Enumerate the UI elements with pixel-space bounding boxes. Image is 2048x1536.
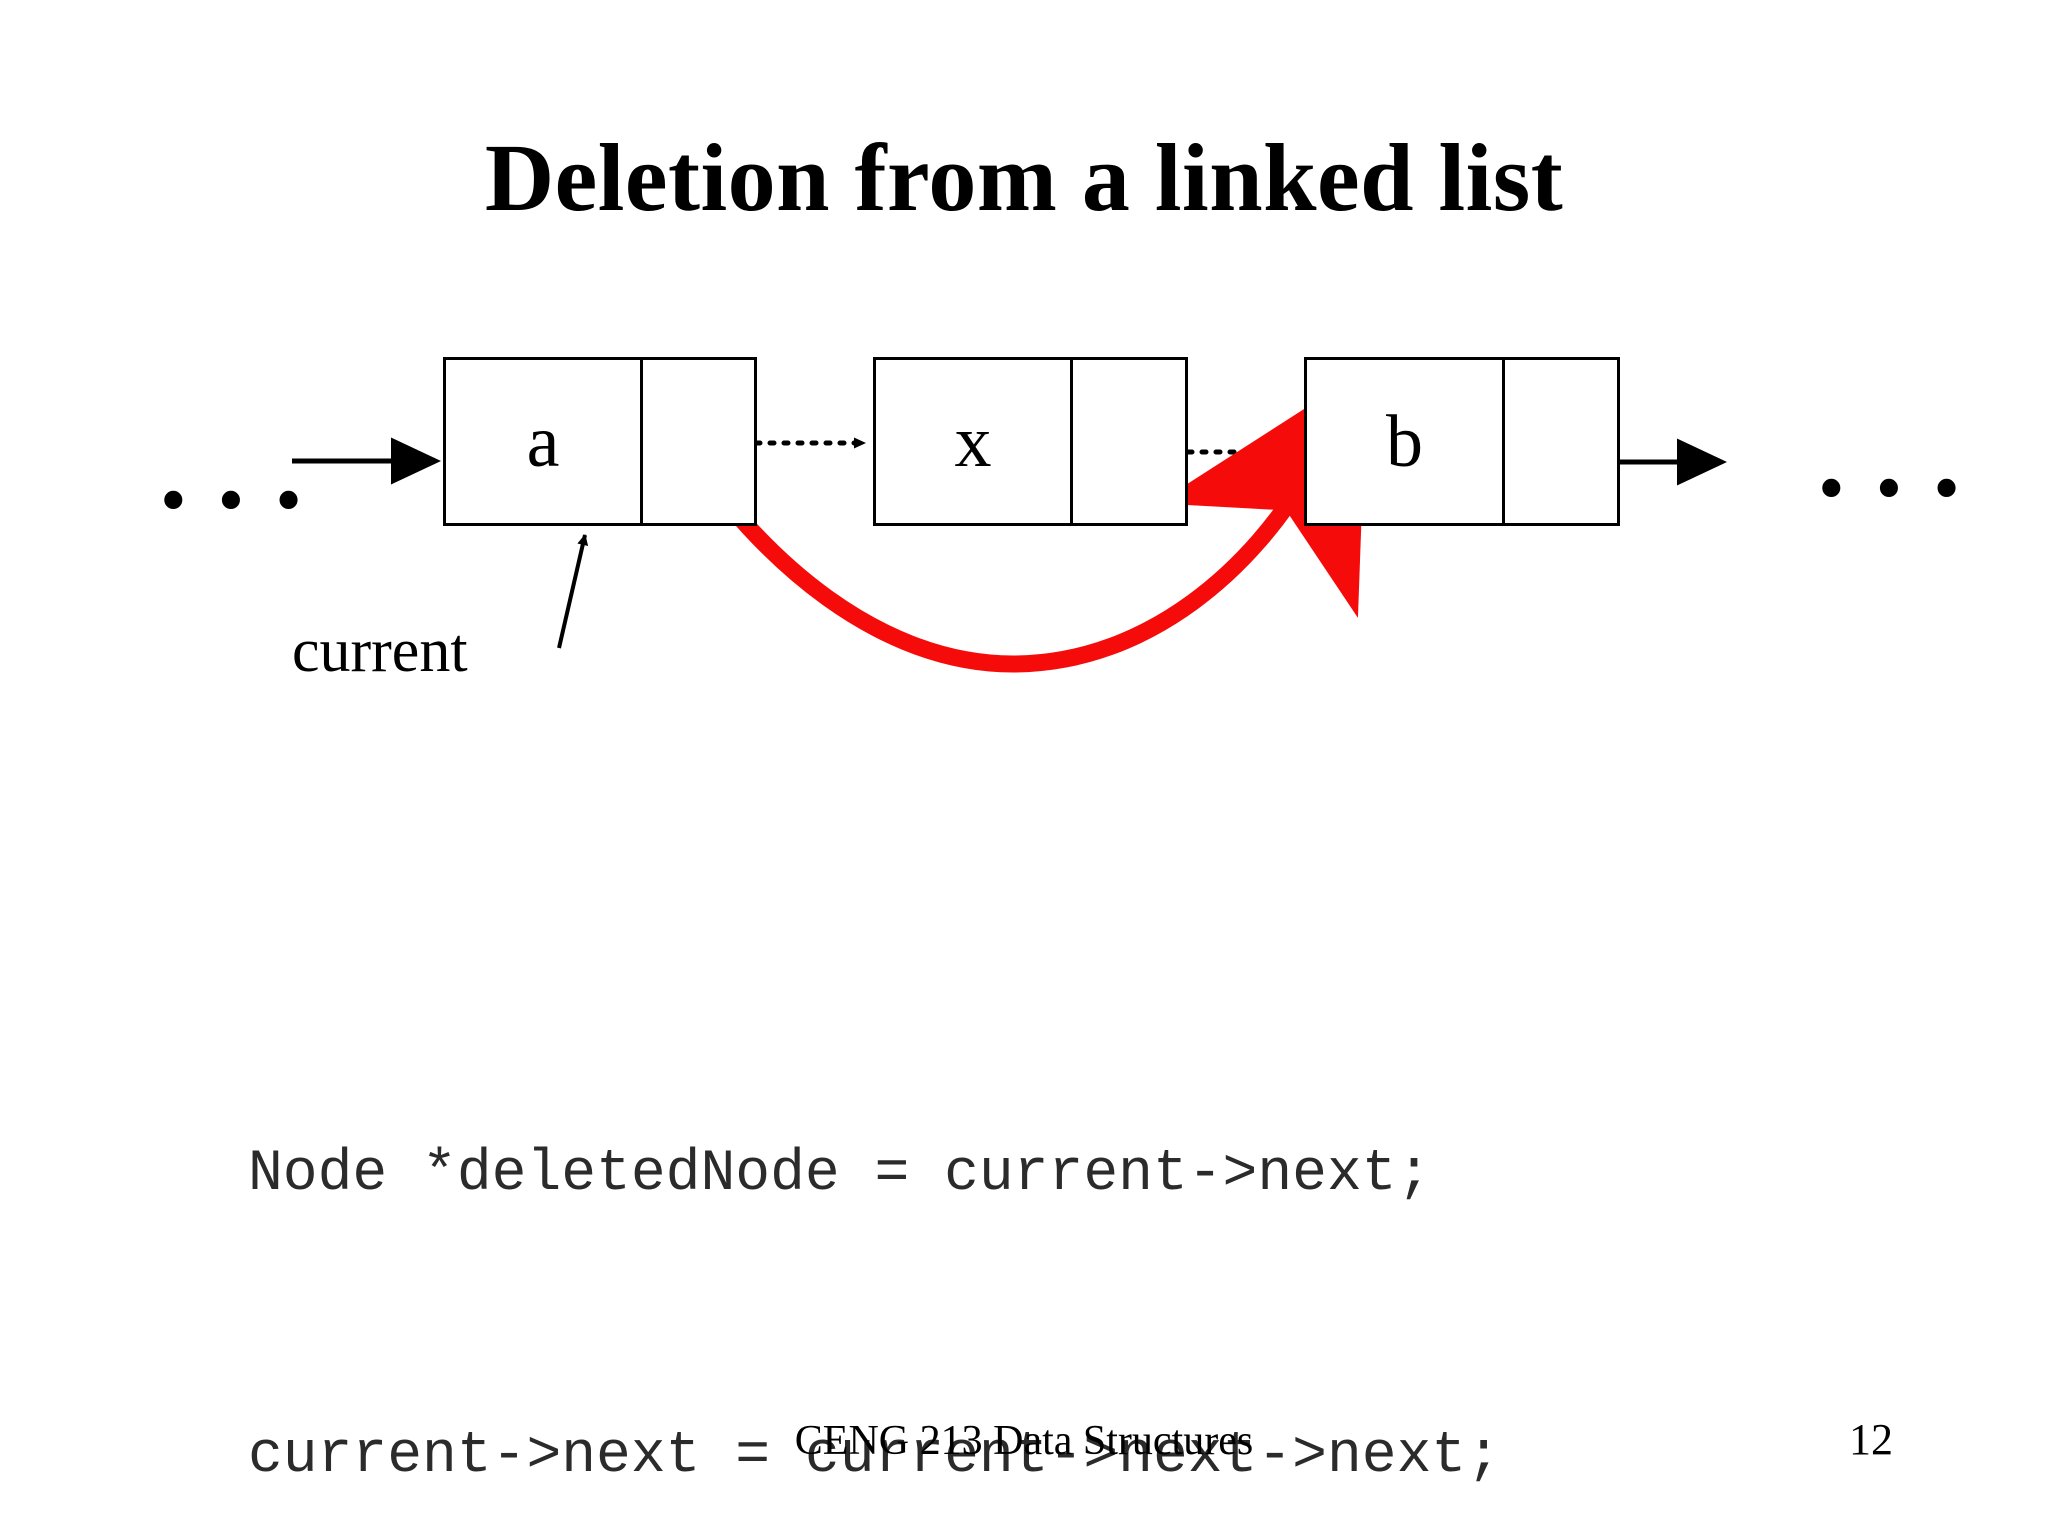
linked-list-diagram: • • • a x b • • • current xyxy=(0,0,2048,760)
current-pointer-label: current xyxy=(292,617,468,685)
node-a-value: a xyxy=(526,400,560,483)
footer-course-label: CENG 213 Data Structures xyxy=(794,1418,1254,1464)
node-b-box: b xyxy=(1304,357,1620,526)
redirect-curve xyxy=(675,368,1367,673)
right-ellipsis: • • • xyxy=(1818,446,1966,530)
node-a-box: a xyxy=(443,357,757,526)
code-line-2: current->next = current->next->next; xyxy=(248,1424,1502,1489)
node-x-box: x xyxy=(873,357,1188,526)
node-b-value: b xyxy=(1386,400,1423,483)
slide-title: Deletion from a linked list xyxy=(484,124,1564,231)
node-x-divider xyxy=(1070,360,1073,523)
code-line-1: Node *deletedNode = current->next; xyxy=(248,1142,1432,1207)
node-x-value: x xyxy=(954,400,992,483)
code-snippet: Node *deletedNode = current->next; curre… xyxy=(248,940,1501,1536)
current-pointer-arrow xyxy=(557,534,589,649)
left-ellipsis: • • • xyxy=(160,458,308,542)
page-number: 12 xyxy=(1849,1415,1893,1464)
node-b-divider xyxy=(1502,360,1505,523)
node-a-divider xyxy=(640,360,643,523)
